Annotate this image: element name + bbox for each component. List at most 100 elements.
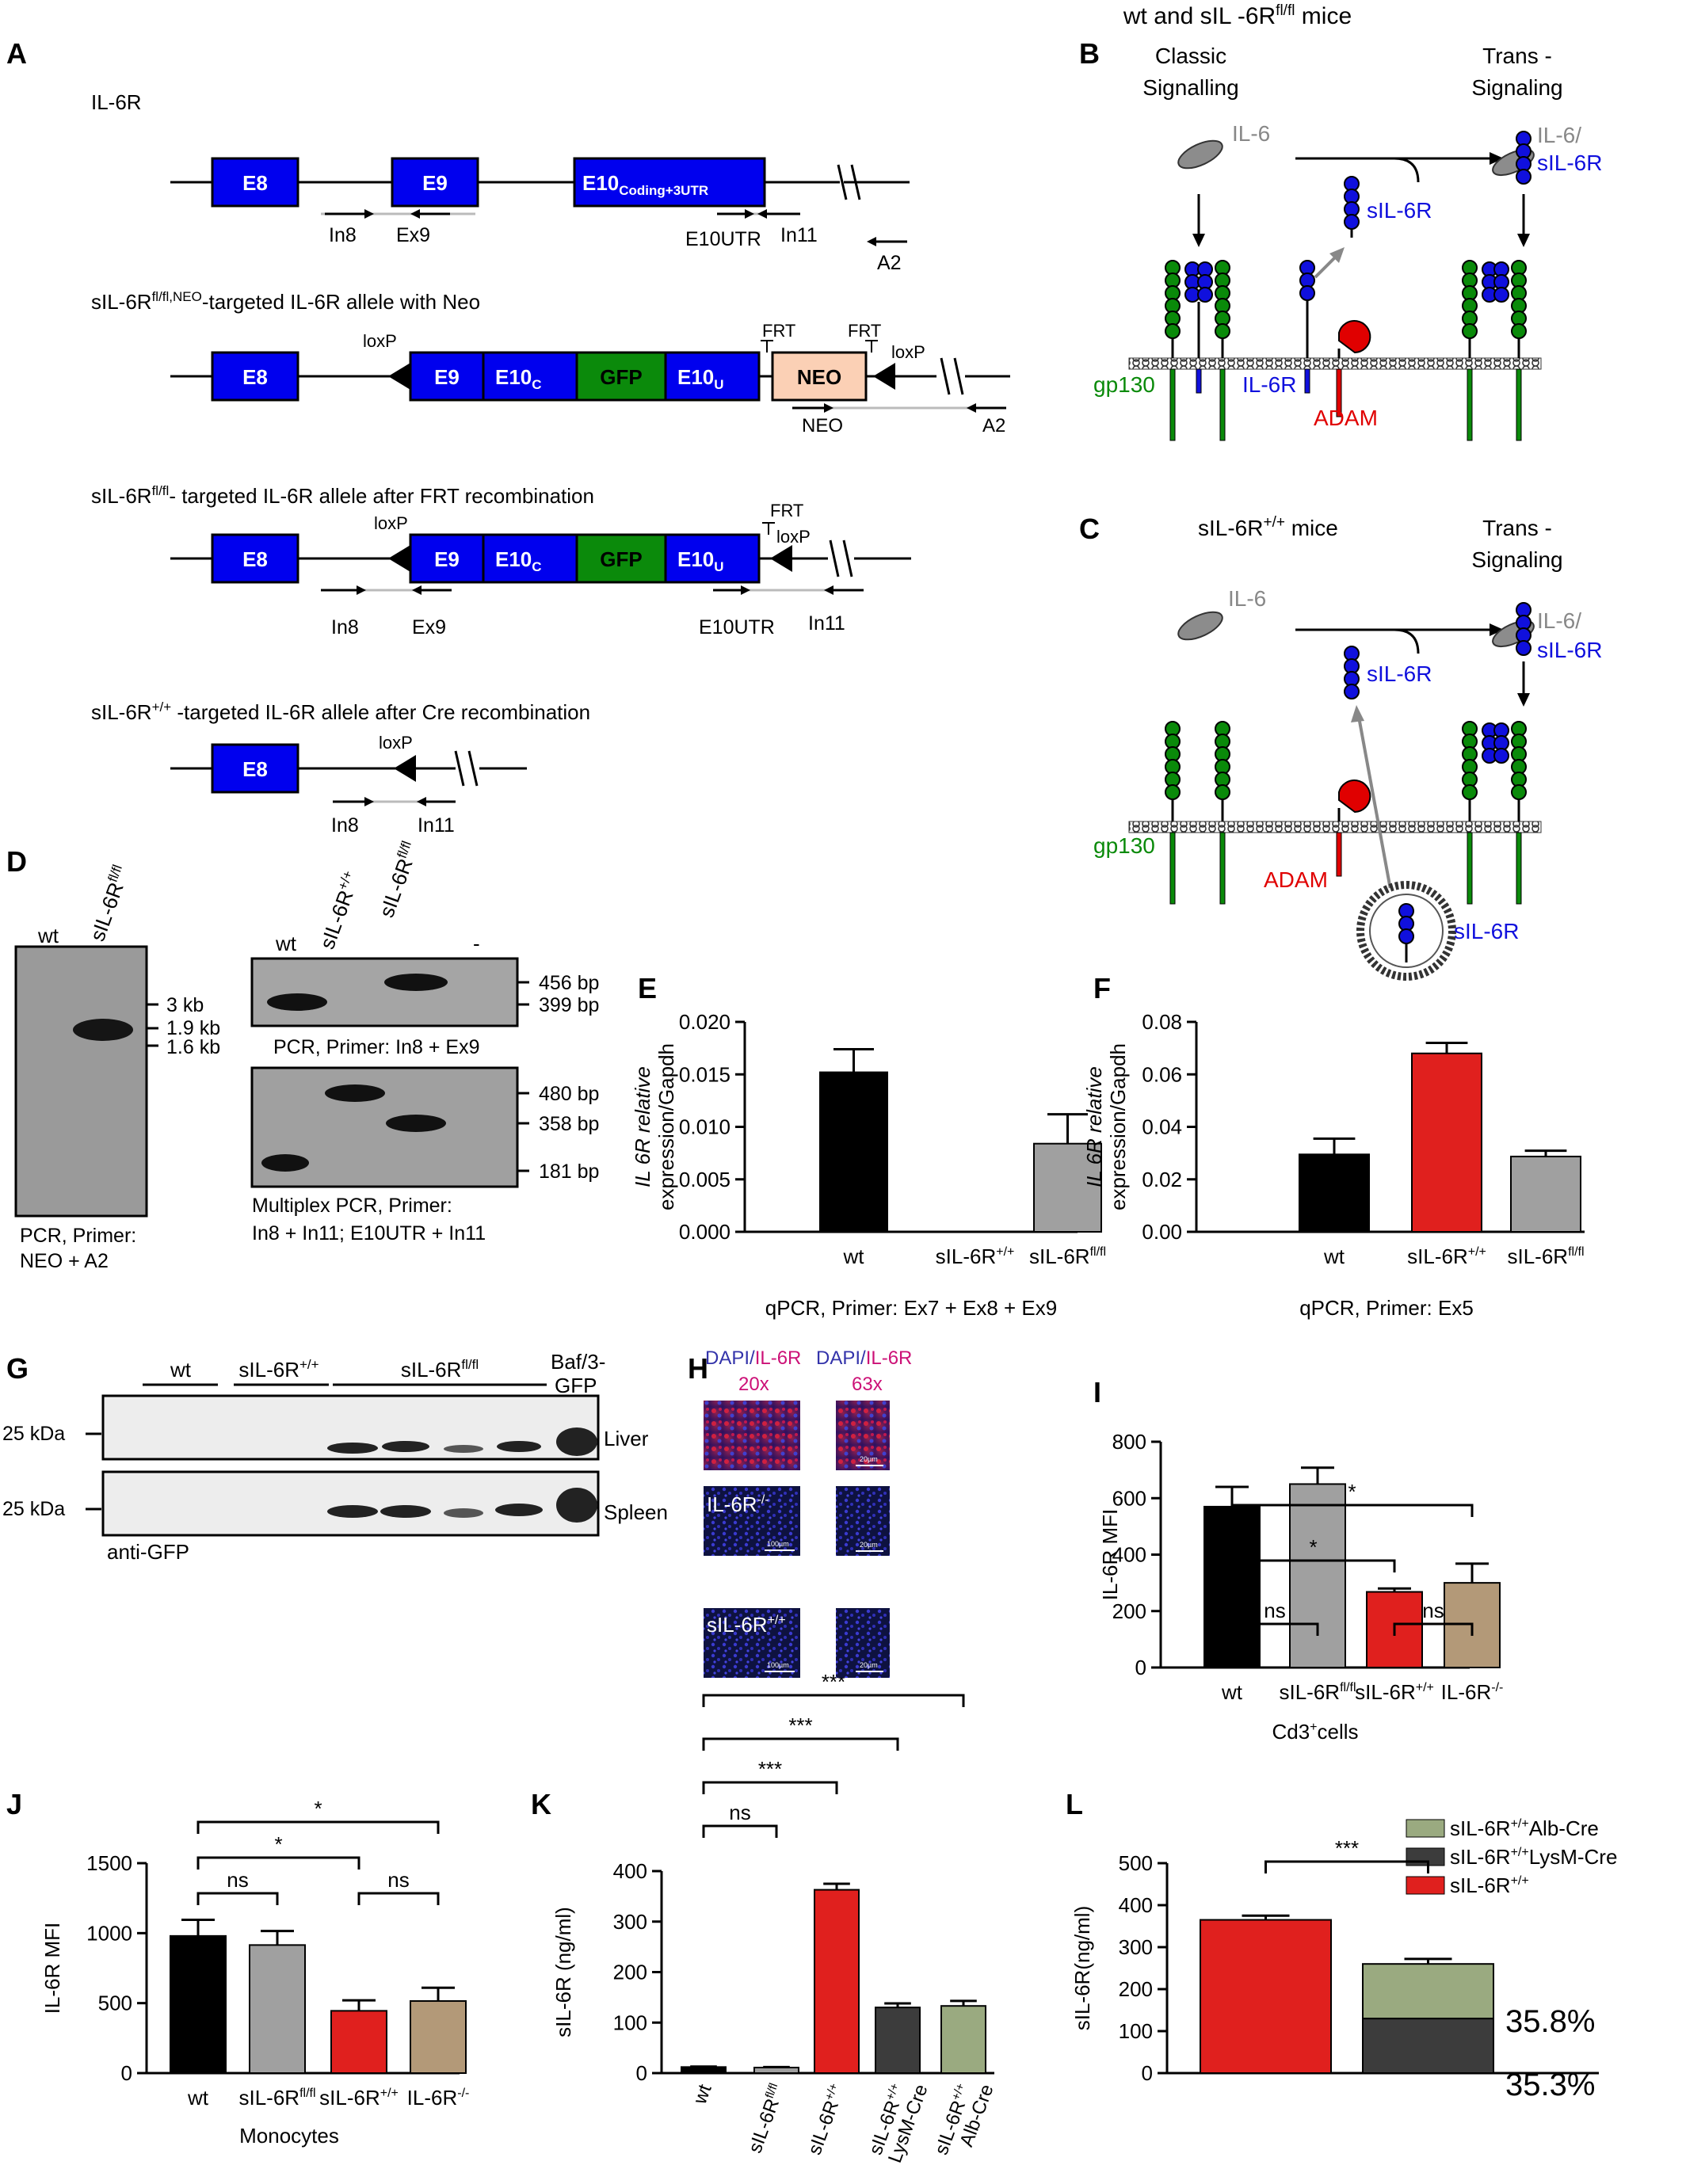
sig-J-1-label: * [274,1832,282,1856]
x-label-K-4-sup: +/+ [949,2081,967,2102]
bar-J-3 [410,2000,467,2074]
panel-letter-l: L [1066,1788,1083,1820]
y-tick-label-K: 300 [613,1910,647,1934]
x-label-F-0-main: wt [1323,1244,1345,1268]
panel-b-header: wt and sIL -6Rfl/fl mice [1123,2,1352,29]
c-adam-label: ADAM [1264,867,1328,892]
y-tick-label-L: 400 [1119,1893,1153,1917]
cell-membrane [1128,357,1542,370]
h-row2-label: IL-6R-/- [707,1492,769,1516]
row3-frt: FRT [770,501,803,520]
gp130-label: gp130 [1093,372,1155,397]
h-ko-20x [704,1486,800,1556]
row1-exon-e10 [573,157,766,208]
row4-title: sIL-6R+/+ -targeted IL-6R allele after C… [91,699,590,724]
panel-a-gene-targeting: A IL-6R E8 E9 E10Coding+3UTR In8 Ex9 E10… [6,37,1010,837]
row2-neo-cassette [771,351,868,402]
il6r-label: IL-6R [1242,372,1296,397]
x-label-I-3-main: IL-6R [1441,1680,1492,1704]
x-label-F-1: sIL-6R+/+ [1407,1244,1486,1268]
x-label-J-2: sIL-6R+/+ [319,2086,399,2110]
gel-lane-wt: wt [37,924,59,947]
gel-right-lane-neg: - [473,932,480,955]
complex-label-2: sIL-6R [1537,151,1602,175]
vesicle [1356,881,1456,981]
il6-ligand [1177,139,1223,170]
x-label-J-3: IL-6R-/- [407,2086,470,2110]
panel-c-header: sIL-6R+/+ mice [1198,514,1338,540]
marker-3kb: 3 kb [166,994,204,1016]
x-label-K-2-main: sIL-6R [804,2098,844,2158]
y-tick-label-I: 800 [1112,1430,1146,1454]
x-label-J-2-main: sIL-6R [319,2086,380,2110]
row4-e8-label: E8 [242,757,268,781]
bar-I-1 [1289,1483,1346,1668]
x-title-I-rest: cells [1318,1720,1359,1744]
sig-J-0 [196,1892,279,1905]
x-title-J: Monocytes [239,2124,339,2148]
c-gp130-label: gp130 [1093,833,1155,858]
y-tick-label-I: 0 [1135,1656,1146,1679]
x-label-E-1-sup: +/+ [996,1245,1014,1259]
x-label-I-0: wt [1221,1680,1243,1704]
x-label-E-0: wt [843,1244,865,1268]
legend-sup: +/+ [1511,1874,1529,1888]
y-tick-label-K: 100 [613,2011,647,2034]
bar-J-1 [249,1944,306,2075]
legend-sup: +/+ [1511,1846,1529,1859]
x-label-K-0: wt [689,2082,716,2108]
sig-J-3 [196,1820,440,1834]
y-tick-label-L: 100 [1119,2019,1153,2043]
y-tick-label-J: 1000 [86,1921,132,1945]
bar-F-2 [1510,1155,1581,1233]
y-tick-label-E: 0.000 [679,1220,730,1244]
row3-primer-ex9: Ex9 [412,616,446,638]
gel-left-caption-2: NEO + A2 [20,1250,109,1272]
y-tick-label-L: 200 [1119,1977,1153,2001]
row3-e10u-label: E10U [677,547,724,574]
x-label-E-1-main: sIL-6R [936,1244,997,1268]
row1-exon-e10-label: E10Coding+3UTR [582,171,708,198]
c-sil6r-label: sIL-6R [1367,661,1432,686]
y-label-L: sIL-6R(ng/ml) [1070,1906,1094,2030]
x-title-I: Cd3+cells [1272,1720,1358,1744]
y-tick-label-K: 400 [613,1859,647,1883]
panel-g-letter: G [6,1352,29,1385]
x-label-F-1-sup: +/+ [1468,1245,1486,1259]
wb-spleen-blot [101,1470,600,1537]
legend-swatch-0 [1406,1876,1445,1895]
x-label-J-0: wt [187,2086,209,2110]
marker-1.9kb: 1.9 kb [166,1017,220,1039]
sig-J-3-label: * [314,1797,322,1820]
vesicle-label: sIL-6R [1454,919,1519,943]
gel-left-band [73,1019,133,1041]
y-tick-label-L: 500 [1119,1851,1153,1875]
wb-marker-spleen: 25 kDa [2,1498,65,1520]
x-label-K-1-sup: fl/fl [763,2081,781,2100]
row2-e10u-label: E10U [677,365,724,392]
gel-top-caption: PCR, Primer: In8 + Ex9 [273,1036,480,1058]
h-col1-header: DAPI/IL-6R [705,1347,801,1369]
sig-J-0-label: ns [227,1868,248,1892]
legend-sup: +/+ [1511,1817,1529,1831]
c-il6-label: IL-6 [1228,586,1266,611]
marker-456bp: 456 bp [539,972,599,994]
legend-swatch-1 [1406,1847,1445,1866]
row3-e8-label: E8 [242,547,268,571]
row4-loxp: loxP [379,733,413,753]
h-scale-3: 20µm [860,1541,878,1549]
panel-d-pcr: D wt sIL-6Rfl/fl 3 kb 1.9 kb 1.6 kb PCR,… [6,839,599,1272]
row1-exon-e8-label: E8 [242,171,268,195]
row2-neo-label: NEO [797,365,841,389]
x-label-K-3-sup: +/+ [883,2081,902,2102]
wb-baf3-label: Baf/3- [551,1350,605,1374]
primer-e10utr: E10UTR [685,228,761,250]
bar-J-0 [170,1934,227,2075]
x-label-K-2-sup: +/+ [822,2081,841,2102]
legend-rest: LysM-Cre [1529,1845,1618,1869]
x-label-J-1-sup: fl/fl [299,2087,315,2100]
panel-letter-j: J [6,1788,22,1820]
gel-bottom-caption-1: Multiplex PCR, Primer: [252,1195,452,1217]
